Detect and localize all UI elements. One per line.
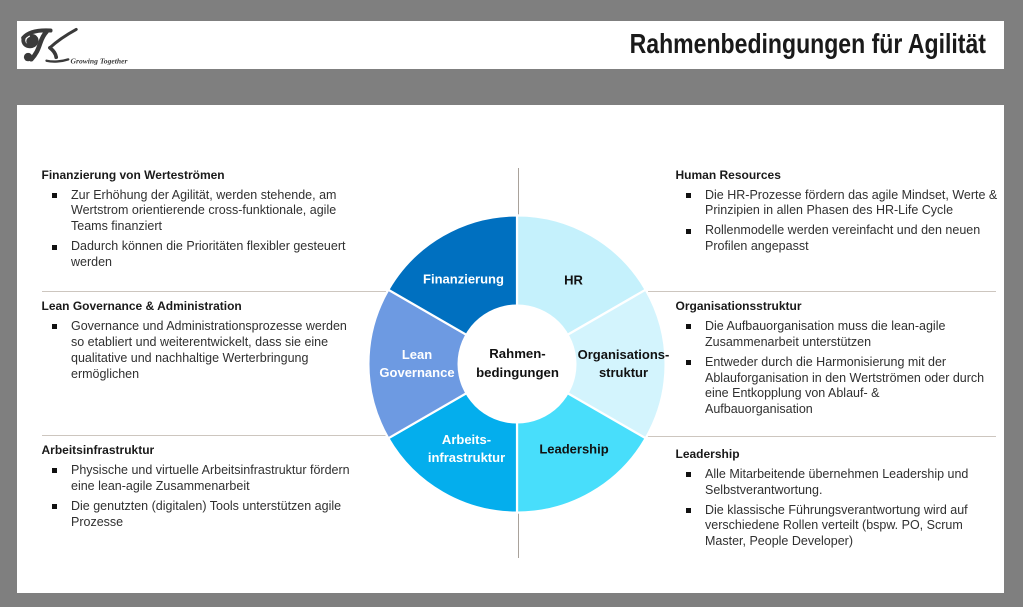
svg-text:Growing Together: Growing Together <box>71 57 129 66</box>
